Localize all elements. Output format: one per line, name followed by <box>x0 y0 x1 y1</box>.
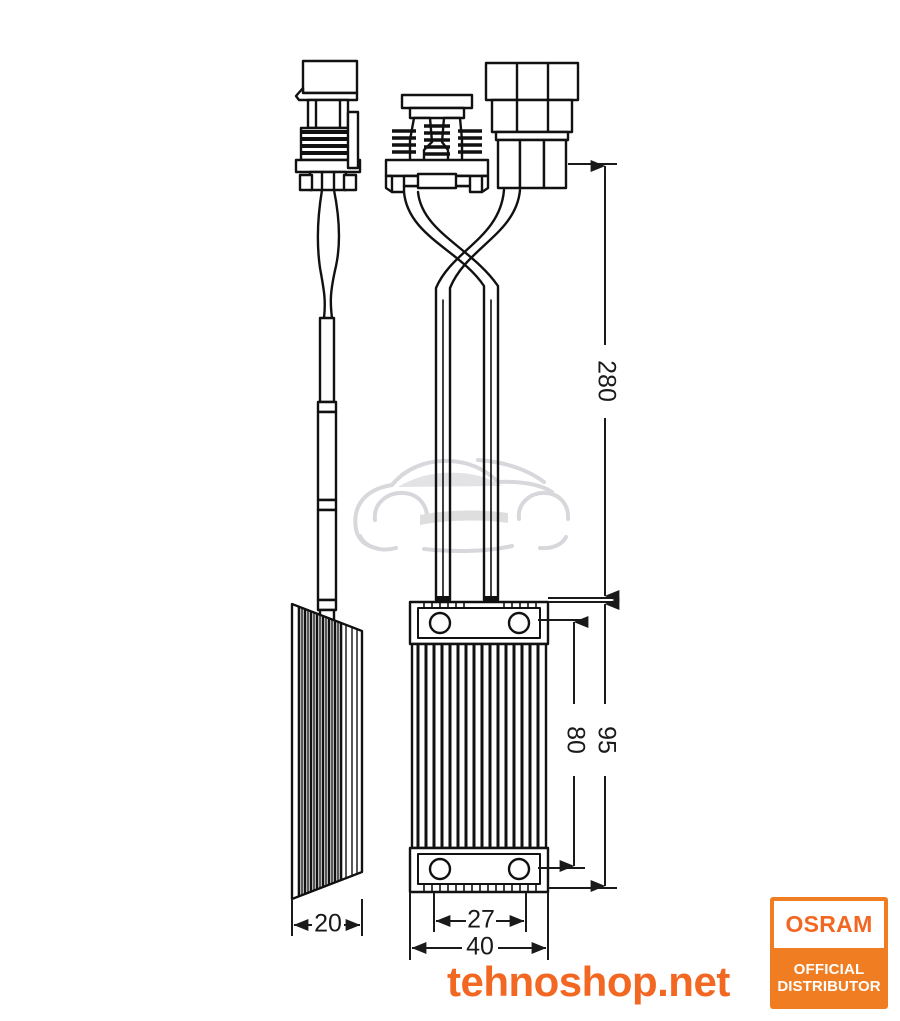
single-cable <box>316 189 341 638</box>
wire-harness <box>402 188 522 604</box>
dim-label-95: 95 <box>592 726 620 754</box>
ballast-module <box>408 600 550 894</box>
site-wordmark: tehnoshop.net <box>447 958 730 1005</box>
middle-connector <box>384 93 490 194</box>
left-connector <box>294 59 362 192</box>
dim-label-40: 40 <box>466 933 494 961</box>
dim-label-27: 27 <box>467 906 495 934</box>
osram-brand-text: OSRAM <box>785 911 873 937</box>
right-connector <box>484 61 580 190</box>
dim-label-280: 280 <box>592 360 620 402</box>
distributor-panel: OFFICIAL DISTRIBUTOR <box>774 948 884 1005</box>
osram-official-distributor-badge: OSRAM OFFICIAL DISTRIBUTOR <box>770 897 888 1009</box>
osram-logo-panel: OSRAM <box>774 901 884 948</box>
dim-label-20: 20 <box>314 910 342 938</box>
badge-line-distributor: DISTRIBUTOR <box>777 977 881 995</box>
badge-line-official: OFFICIAL <box>793 960 865 978</box>
dim-label-80: 80 <box>561 726 589 754</box>
heatsink-side-view <box>290 602 364 901</box>
dimension-lines <box>291 160 620 960</box>
dimension-labels: 280 95 80 20 27 40 <box>314 360 620 960</box>
car-silhouette-watermark <box>353 458 571 553</box>
